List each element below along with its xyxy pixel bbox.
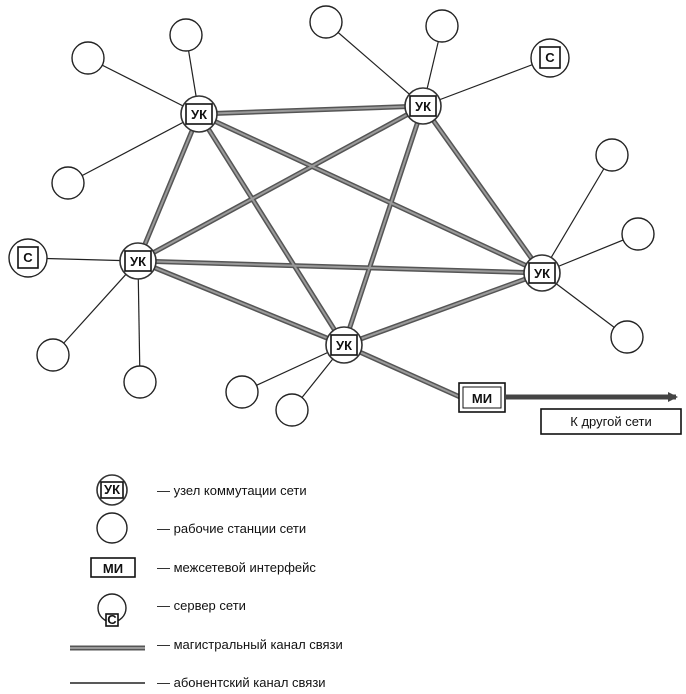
legend-trunk: — магистральный канал связи [70, 637, 343, 652]
workstation [71, 41, 105, 75]
legend-workstation-text: — рабочие станции сети [157, 521, 306, 536]
interface-label: МИ [472, 391, 492, 406]
switch-node-bottom: УК [325, 326, 363, 364]
workstation [595, 138, 629, 172]
trunk-links [135, 103, 545, 400]
switch-node-label: УК [534, 266, 550, 281]
legend-switch-symbol: УК [104, 482, 120, 497]
legend-subscriber-text: — абонентский канал связи [157, 675, 326, 690]
server-left: С [8, 238, 48, 278]
legend-switch-node: УК — узел коммутации сети [96, 474, 307, 506]
switch-node-label: УК [415, 99, 431, 114]
legend-subscriber: — абонентский канал связи [70, 675, 326, 690]
switch-node-label: УК [336, 338, 352, 353]
workstation [169, 18, 203, 52]
legend-interface-symbol: МИ [103, 561, 123, 576]
legend-interface: МИ — межсетевой интерфейс [90, 557, 316, 578]
workstation [225, 375, 259, 409]
external-network-label: К другой сети [570, 414, 651, 429]
switch-node-top-left: УК [180, 95, 218, 133]
workstation [425, 9, 459, 43]
legend-trunk-text: — магистральный канал связи [157, 637, 343, 652]
internetwork-interface: МИ [458, 382, 506, 413]
switch-node-label: УК [130, 254, 146, 269]
workstation [36, 338, 70, 372]
legend-server: С — сервер сети [97, 593, 246, 627]
switch-node-label: УК [191, 107, 207, 122]
workstation [275, 393, 309, 427]
workstation [51, 166, 85, 200]
server-label: С [23, 250, 33, 265]
workstation [123, 365, 157, 399]
switch-node-left: УК [119, 242, 157, 280]
switch-node-top-right: УК [404, 87, 442, 125]
switch-node-right: УК [523, 254, 561, 292]
legend-workstation: — рабочие станции сети [96, 512, 306, 544]
server-label: С [545, 50, 555, 65]
workstations [36, 5, 655, 427]
external-network-box: К другой сети [540, 408, 682, 435]
server-top-right: С [530, 38, 570, 78]
workstation [621, 217, 655, 251]
workstation [309, 5, 343, 39]
legend-server-text: — сервер сети [157, 598, 246, 613]
legend-switch-text: — узел коммутации сети [157, 483, 307, 498]
legend: УК — узел коммутации сети — рабочие стан… [70, 474, 343, 690]
legend-server-symbol: С [107, 612, 117, 627]
legend-interface-text: — межсетевой интерфейс [157, 560, 316, 575]
workstation [610, 320, 644, 354]
